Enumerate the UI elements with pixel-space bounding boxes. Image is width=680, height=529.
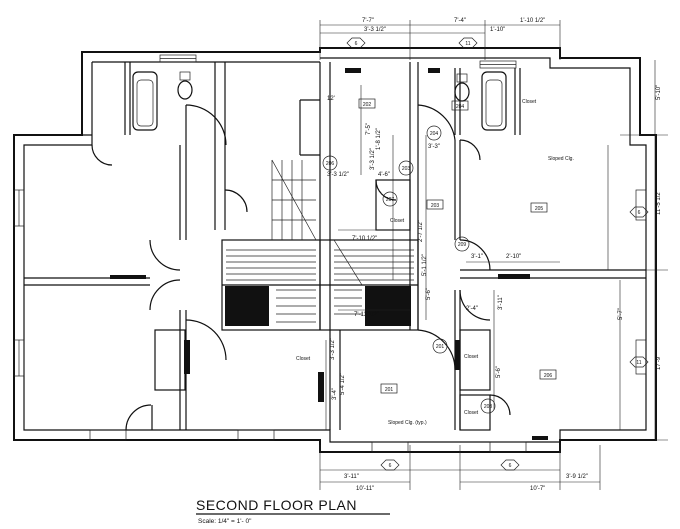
svg-text:6: 6 (389, 463, 392, 469)
svg-text:11'-5 1/2": 11'-5 1/2" (656, 190, 662, 215)
svg-text:201: 201 (385, 387, 394, 393)
svg-text:207: 207 (386, 197, 395, 203)
svg-text:203: 203 (431, 203, 440, 209)
svg-text:3'-3 1/2": 3'-3 1/2" (330, 338, 336, 360)
detail-markers: 6 11 6 11 6 6 (346, 37, 649, 471)
room-number-201: 201 (380, 383, 398, 394)
bath-fixtures (132, 71, 507, 131)
svg-text:3'-4": 3'-4" (332, 388, 338, 400)
svg-text:17'-9": 17'-9" (656, 355, 662, 370)
sloped-ceiling-label: Sloped Clg. (548, 156, 574, 162)
door-number: 209 (454, 236, 470, 252)
room-number-203: 203 (426, 199, 444, 210)
svg-text:3'-11": 3'-11" (344, 474, 359, 480)
door-number: 207 (382, 191, 398, 207)
closet-label: Closet (296, 356, 311, 362)
door-number: 206 (322, 155, 338, 171)
door-number: 203 (480, 398, 496, 414)
plan-title: SECOND FLOOR PLAN (196, 497, 357, 513)
svg-text:3'-3 1/2": 3'-3 1/2" (370, 148, 376, 170)
room-number-202: 202 (358, 98, 376, 109)
svg-text:3'-3 1/2": 3'-3 1/2" (327, 172, 349, 178)
solid-wall-segments (110, 68, 548, 440)
door-number: 204 (426, 125, 442, 141)
closet-label: Closet (464, 354, 479, 360)
sloped-ceiling-label: Sloped Clg. (typ.) (388, 420, 427, 426)
title-block: SECOND FLOOR PLAN Scale: 1/4" = 1'- 0" (196, 497, 390, 525)
interior-walls (24, 62, 646, 431)
svg-text:12': 12' (327, 96, 335, 102)
svg-text:3'-1": 3'-1" (471, 254, 483, 260)
room-tags: 202 204 203 205 201 206 (358, 98, 557, 394)
svg-text:7'-10 1/2": 7'-10 1/2" (352, 236, 377, 242)
svg-text:202: 202 (363, 102, 372, 108)
svg-text:7'-11 1/2": 7'-11 1/2" (354, 312, 379, 318)
door-number: 203 (398, 160, 414, 176)
svg-text:7'-4": 7'-4" (454, 18, 466, 24)
room-number-206: 206 (539, 369, 557, 380)
svg-text:7'-7": 7'-7" (362, 18, 374, 24)
svg-text:3'-11": 3'-11" (498, 295, 504, 310)
dimension-lines (319, 20, 668, 490)
plan-scale: Scale: 1/4" = 1'- 0" (198, 518, 252, 525)
svg-text:4'-6": 4'-6" (378, 172, 390, 178)
closet-label: Closet (464, 410, 479, 416)
detail-marker: 6 (500, 459, 520, 471)
svg-text:3'-3": 3'-3" (428, 144, 440, 150)
svg-text:203: 203 (402, 166, 411, 172)
svg-text:6: 6 (509, 463, 512, 469)
detail-marker: 6 (629, 206, 649, 218)
detail-marker: 11 (629, 356, 649, 368)
svg-text:11: 11 (465, 41, 470, 47)
svg-text:204: 204 (456, 104, 465, 110)
svg-text:1'-10": 1'-10" (490, 27, 505, 33)
svg-text:6: 6 (355, 41, 358, 47)
svg-text:205: 205 (535, 206, 544, 212)
windows (13, 54, 647, 453)
svg-text:206: 206 (326, 161, 335, 167)
svg-text:6: 6 (638, 210, 641, 216)
svg-text:5'-1 1/2": 5'-1 1/2" (422, 254, 428, 276)
svg-text:3'-9 1/2": 3'-9 1/2" (566, 474, 588, 480)
svg-text:7'-5": 7'-5" (366, 123, 372, 135)
room-number-204: 204 (451, 100, 469, 111)
detail-marker: 6 (346, 37, 366, 49)
svg-text:2'-7 1/2": 2'-7 1/2" (418, 220, 424, 242)
stairs (226, 159, 414, 323)
detail-marker: 6 (380, 459, 400, 471)
svg-text:206: 206 (544, 373, 553, 379)
svg-text:204: 204 (430, 131, 439, 137)
room-number-205: 205 (530, 202, 548, 213)
svg-text:5'-4 1/2": 5'-4 1/2" (340, 373, 346, 395)
detail-marker: 11 (458, 37, 478, 49)
door-tags: 206 204 203 207 209 201 203 (322, 125, 496, 414)
svg-text:5'-6": 5'-6" (496, 366, 502, 378)
door-number: 201 (432, 338, 448, 354)
svg-text:2'-10": 2'-10" (506, 254, 521, 260)
svg-text:209: 209 (458, 242, 467, 248)
svg-text:1'-8 1/2": 1'-8 1/2" (376, 128, 382, 150)
svg-text:201: 201 (436, 344, 445, 350)
closet-label: Closet (390, 218, 405, 224)
svg-text:5'-6": 5'-6" (426, 288, 432, 300)
closet-label: Closet (522, 99, 537, 105)
svg-text:5'-10": 5'-10" (656, 85, 662, 100)
svg-text:1'-10 1/2": 1'-10 1/2" (520, 18, 545, 24)
svg-text:3'-3 1/2": 3'-3 1/2" (364, 27, 386, 33)
dimension-text: 7'-7" 3'-3 1/2" 7'-4" 1'-10 1/2" 1'-10" … (327, 18, 662, 492)
svg-text:10'-11": 10'-11" (356, 486, 374, 492)
svg-text:10'-7": 10'-7" (530, 486, 545, 492)
svg-text:203: 203 (484, 404, 493, 410)
space-labels: Closet Closet Closet Closet Closet Slope… (296, 99, 574, 426)
svg-text:5'-7": 5'-7" (618, 308, 624, 320)
svg-text:2'-4": 2'-4" (466, 306, 478, 312)
svg-text:11: 11 (636, 360, 641, 366)
